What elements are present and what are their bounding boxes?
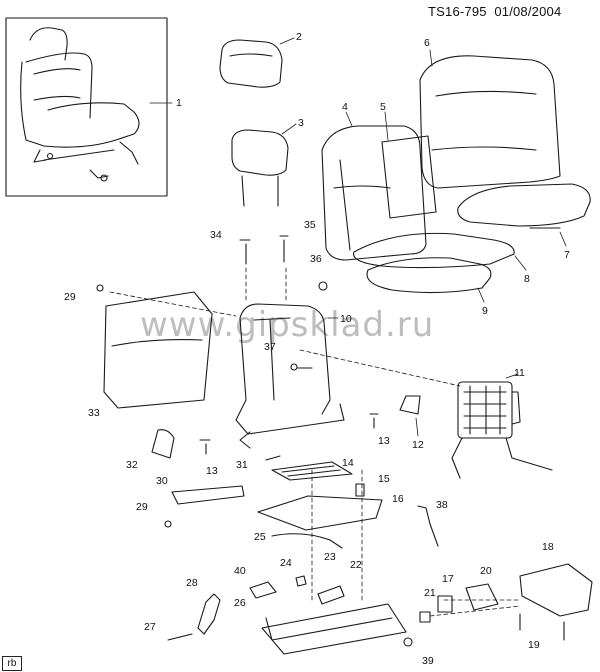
callout-29-top: 29 (64, 291, 76, 303)
callout-29-bottom: 29 (136, 501, 148, 513)
callout-40: 40 (234, 565, 246, 577)
callout-8: 8 (524, 273, 530, 285)
callout-27: 27 (144, 621, 156, 633)
seatback-panel (103, 291, 213, 409)
callout-11: 11 (514, 367, 525, 379)
callout-35: 35 (304, 219, 316, 231)
callout-19: 19 (528, 639, 540, 651)
spring-15 (355, 483, 365, 497)
diagram-header: TS16-795 01/08/2004 (428, 4, 561, 19)
diagram-date: 01/08/2004 (494, 4, 562, 19)
callout-28: 28 (186, 577, 198, 589)
seatback-cover-4 (321, 125, 427, 261)
seat-adjuster-26 (261, 603, 407, 655)
seat-suspension-14 (271, 461, 353, 481)
clip-24 (295, 575, 307, 587)
callout-3: 3 (298, 117, 304, 129)
corner-tag: rb (2, 656, 22, 671)
bracket-40 (249, 581, 277, 599)
callout-37: 37 (264, 341, 276, 353)
bolt-39 (403, 637, 413, 647)
bracket-22 (317, 585, 345, 605)
seatback-frame (235, 303, 345, 449)
callout-4: 4 (342, 101, 348, 113)
seatbelt-buckle-28 (197, 593, 221, 635)
bolt-27 (167, 633, 193, 641)
callout-22: 22 (350, 559, 362, 571)
seat-pan-16 (257, 495, 383, 531)
callout-33: 33 (88, 407, 100, 419)
callout-labels: 1 2 3 4 5 6 7 8 9 10 11 12 13 13 14 15 1… (64, 31, 570, 667)
side-shield-32 (151, 429, 175, 459)
callout-leaders (149, 37, 567, 437)
callout-13-right: 13 (378, 435, 390, 447)
callout-9: 9 (482, 305, 488, 317)
callout-23: 23 (324, 551, 336, 563)
lumbar-support (451, 381, 553, 479)
cable-25 (271, 533, 343, 549)
callout-34: 34 (210, 229, 222, 241)
connector-21 (419, 611, 431, 623)
callout-24: 24 (280, 557, 292, 569)
headrest-lower (231, 129, 289, 207)
small-hardware (96, 235, 379, 528)
callout-18: 18 (542, 541, 554, 553)
watermark: www.gipsklad.ru (140, 305, 435, 345)
callout-25: 25 (254, 531, 266, 543)
callout-14: 14 (342, 457, 354, 469)
seat-cushion-9 (366, 257, 492, 294)
callout-5: 5 (380, 101, 386, 113)
callout-21: 21 (424, 587, 436, 599)
seat-assembly-inset (5, 17, 168, 197)
seatback-pad-5 (381, 135, 437, 219)
callout-6: 6 (424, 37, 430, 49)
callout-13-left: 13 (206, 465, 218, 477)
bolt-19 (519, 613, 565, 641)
seat-cover-7 (457, 183, 591, 229)
callout-38: 38 (436, 499, 448, 511)
callout-26: 26 (234, 597, 246, 609)
headrest-upper (219, 39, 283, 88)
callout-36: 36 (310, 253, 322, 265)
callout-30: 30 (156, 475, 168, 487)
callout-12: 12 (412, 439, 424, 451)
bracket-30 (171, 485, 245, 505)
callout-39: 39 (422, 655, 434, 667)
callout-16: 16 (392, 493, 404, 505)
callout-10: 10 (340, 313, 352, 325)
callout-2: 2 (296, 31, 302, 43)
alignment-lines (109, 267, 521, 617)
cable-38 (417, 505, 439, 547)
callout-1: 1 (176, 97, 182, 109)
callout-20: 20 (480, 565, 492, 577)
module-17 (437, 595, 453, 613)
bracket-12 (399, 395, 421, 415)
diagram-id: TS16-795 (428, 4, 487, 19)
callout-17: 17 (442, 573, 454, 585)
callout-32: 32 (126, 459, 138, 471)
callout-31: 31 (236, 459, 248, 471)
callout-15: 15 (378, 473, 390, 485)
seatback-cover-6 (419, 55, 561, 189)
callout-7: 7 (564, 249, 570, 261)
switch-20 (465, 583, 499, 611)
seat-cover-8 (353, 232, 515, 269)
side-cover-18 (519, 563, 593, 617)
